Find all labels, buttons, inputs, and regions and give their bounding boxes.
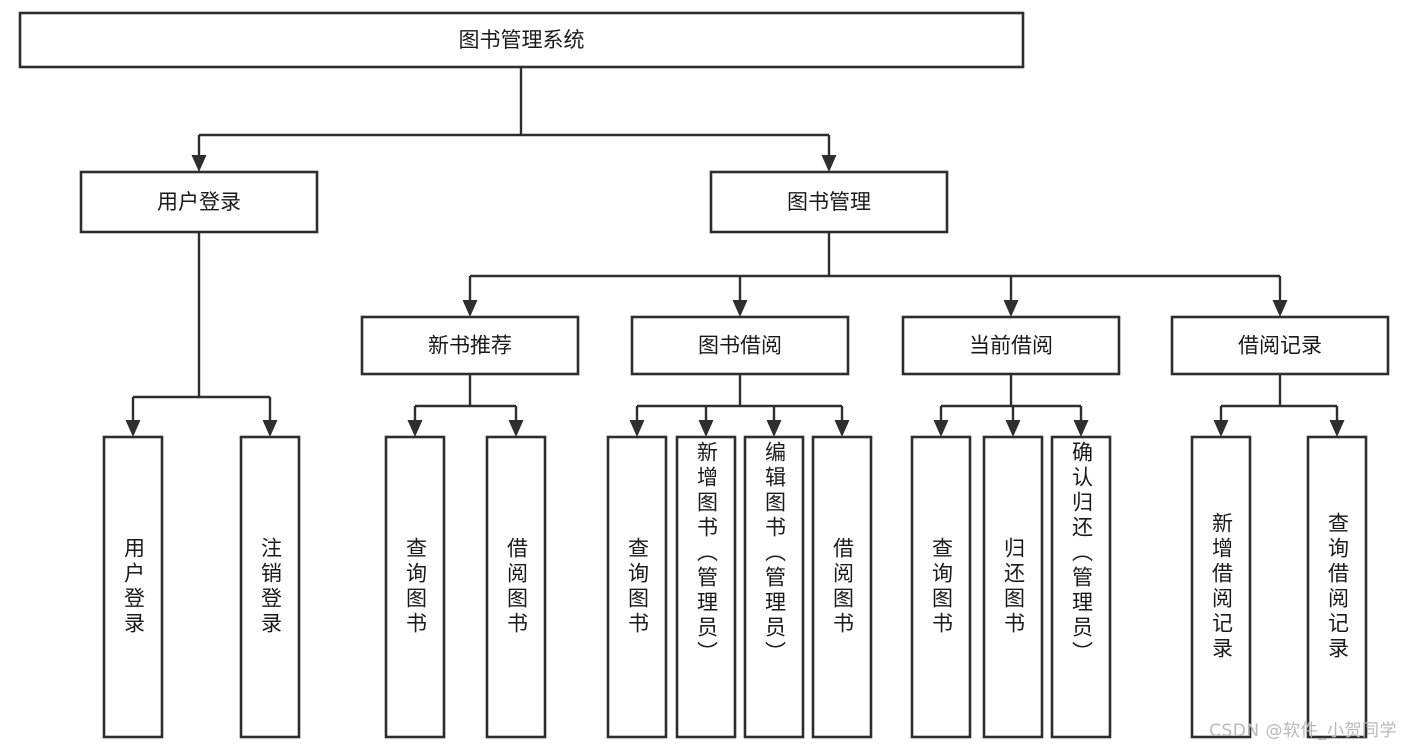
arrow-head-book-borrow-to-leaves-0	[629, 420, 645, 437]
leaf-box-leaf-user-login[interactable]	[102, 435, 164, 739]
arrow-head-new-book-rec-to-leaves-0	[407, 420, 423, 437]
arrow-head-new-book-rec-to-leaves-1	[508, 420, 524, 437]
leaf-box-leaf-logout[interactable]	[239, 435, 301, 739]
arrow-head-book-borrow-to-leaves-3	[834, 420, 850, 437]
node-box-new-book-rec[interactable]	[360, 315, 580, 376]
leaf-box-leaf-borrow-book[interactable]	[811, 435, 873, 739]
leaf-box-leaf-return-book[interactable]	[982, 435, 1044, 739]
leaf-box-leaf-query-record[interactable]	[1306, 435, 1368, 739]
arrow-head-root-to-level2-1	[821, 155, 837, 172]
connectors-layer	[125, 67, 1345, 437]
arrow-head-book-borrow-to-leaves-2	[766, 420, 782, 437]
arrow-head-user-login-to-leaves-0	[125, 420, 141, 437]
leaf-box-leaf-query-book-rec[interactable]	[384, 435, 446, 739]
node-label-book-manage: 图书管理	[787, 190, 871, 214]
node-label-borrow-record: 借阅记录	[1238, 334, 1322, 358]
arrow-head-book-manage-to-level3-1	[732, 300, 748, 317]
arrow-head-borrow-record-to-leaves-0	[1213, 420, 1229, 437]
node-label-current-borrow: 当前借阅	[969, 334, 1053, 358]
boxes-layer	[18, 11, 1390, 739]
arrow-head-borrow-record-to-leaves-1	[1329, 420, 1345, 437]
arrow-head-current-borrow-to-leaves-0	[933, 420, 949, 437]
node-box-root[interactable]	[18, 11, 1025, 69]
leaf-box-leaf-query-book-borrow[interactable]	[606, 435, 668, 739]
node-label-new-book-rec: 新书推荐	[428, 334, 512, 358]
arrow-head-current-borrow-to-leaves-2	[1073, 420, 1089, 437]
arrow-head-book-manage-to-level3-3	[1272, 300, 1288, 317]
leaf-box-leaf-add-book[interactable]	[675, 435, 737, 739]
leaf-box-leaf-edit-book[interactable]	[743, 435, 805, 739]
arrow-head-user-login-to-leaves-1	[262, 420, 278, 437]
arrow-head-root-to-level2-0	[191, 155, 207, 172]
leaf-box-leaf-query-book-current[interactable]	[910, 435, 972, 739]
node-label-book-borrow: 图书借阅	[698, 334, 782, 358]
leaf-box-leaf-borrow-book-rec[interactable]	[485, 435, 547, 739]
node-label-user-login: 用户登录	[157, 190, 241, 214]
watermark-text: CSDN @软件_小贺同学	[1209, 721, 1397, 741]
node-box-current-borrow[interactable]	[901, 315, 1121, 376]
arrow-head-current-borrow-to-leaves-1	[1005, 420, 1021, 437]
node-label-root: 图书管理系统	[459, 28, 585, 52]
node-box-book-manage[interactable]	[709, 170, 949, 234]
arrow-head-book-manage-to-level3-2	[1003, 300, 1019, 317]
leaf-box-leaf-add-record[interactable]	[1190, 435, 1252, 739]
arrow-head-book-manage-to-level3-0	[462, 300, 478, 317]
node-box-borrow-record[interactable]	[1170, 315, 1390, 376]
leaf-box-leaf-confirm-return[interactable]	[1050, 435, 1112, 739]
node-box-user-login[interactable]	[79, 170, 319, 234]
node-box-book-borrow[interactable]	[630, 315, 850, 376]
arrow-head-book-borrow-to-leaves-1	[698, 420, 714, 437]
